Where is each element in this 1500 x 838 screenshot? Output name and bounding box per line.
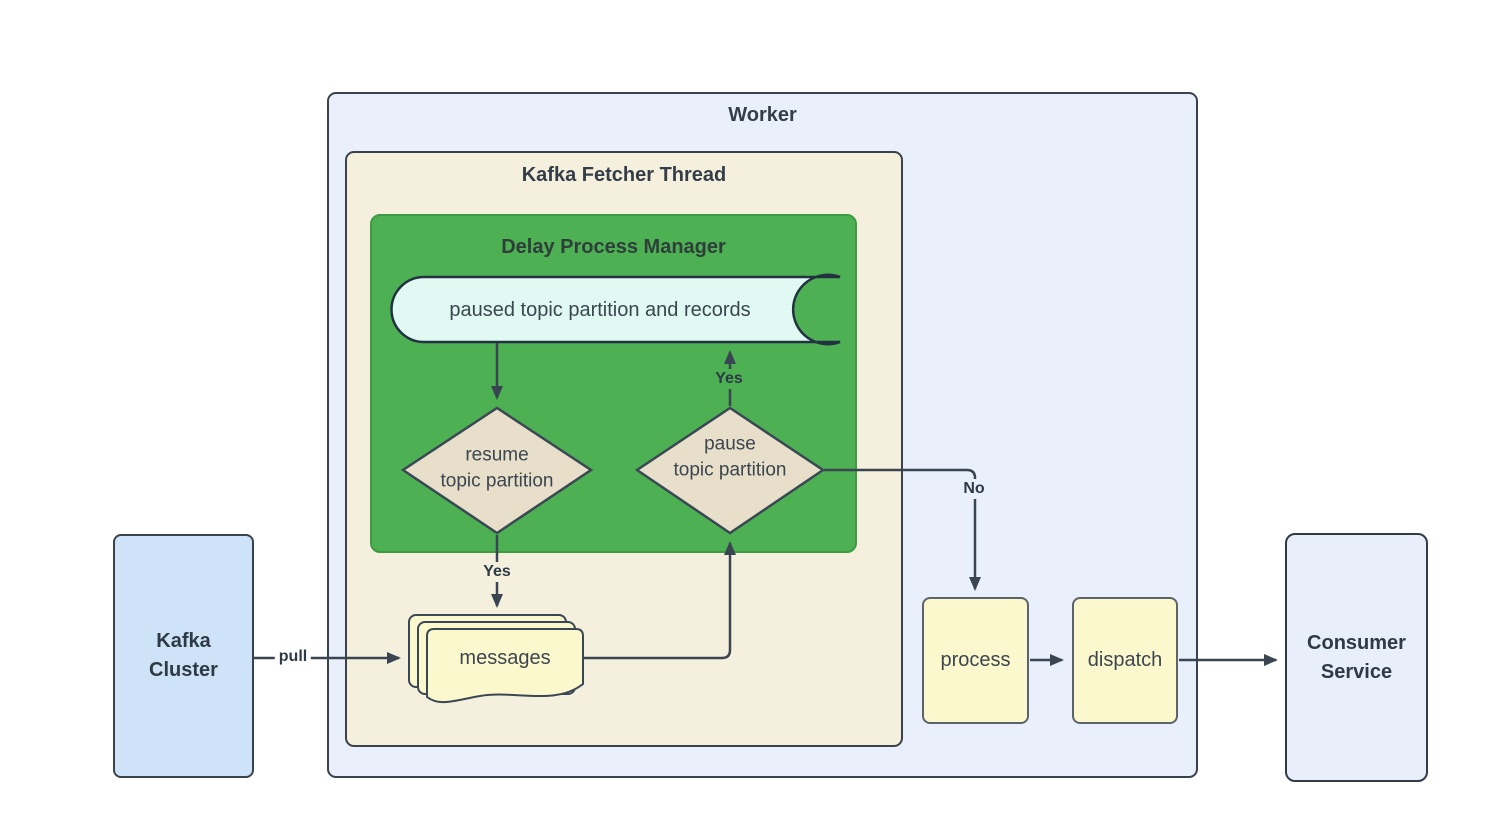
edge-label-pause-no: No — [959, 479, 989, 499]
edge-label-pause-yes: Yes — [711, 369, 747, 389]
process-node: process — [922, 597, 1029, 724]
resume-decision-label: resume topic partition — [412, 442, 582, 493]
pause-decision-label: pause topic partition — [645, 431, 815, 482]
messages-label: messages — [459, 647, 551, 669]
pause-decision-line1: pause — [704, 433, 756, 455]
resume-decision-line2: topic partition — [440, 470, 554, 491]
dispatch-node: dispatch — [1072, 597, 1178, 724]
edge-label-pull: pull — [274, 647, 312, 667]
kafka-cluster-node: Kafka Cluster — [113, 534, 254, 778]
consumer-service-label-line2: Service — [1320, 660, 1393, 683]
delay-process-manager-container: Delay Process Manager — [370, 214, 857, 553]
process-label: process — [940, 649, 1011, 671]
dispatch-label: dispatch — [1087, 649, 1163, 671]
kafka-cluster-label-line2: Cluster — [149, 659, 218, 681]
pause-decision-line2: topic partition — [673, 459, 787, 480]
resume-decision-line1: resume — [465, 444, 529, 466]
paused-store-label: paused topic partition and records — [449, 299, 751, 321]
delay-process-manager-title: Delay Process Manager — [501, 236, 726, 258]
worker-title: Worker — [728, 104, 797, 126]
consumer-service-node: Consumer Service — [1285, 533, 1428, 782]
kafka-fetcher-thread-title: Kafka Fetcher Thread — [521, 164, 727, 186]
consumer-service-label-line1: Consumer — [1307, 631, 1406, 654]
edge-label-resume-yes: Yes — [479, 562, 515, 582]
kafka-cluster-label-line1: Kafka — [156, 630, 211, 652]
